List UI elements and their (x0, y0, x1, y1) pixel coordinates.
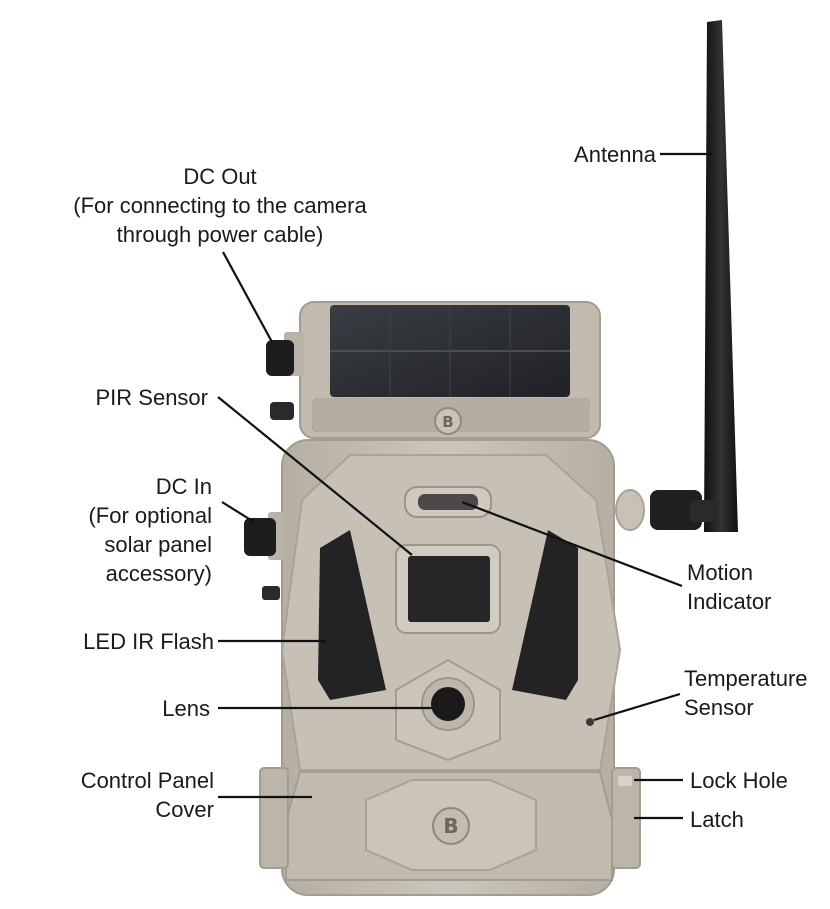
leader-motion-indicator (461, 500, 683, 588)
label-temperature-sensor: Temperature Sensor (684, 666, 808, 720)
label-lens: Lens (162, 696, 210, 721)
antenna (615, 20, 738, 532)
lens (431, 687, 465, 721)
latch-left (259, 767, 289, 869)
svg-text:B: B (442, 413, 453, 431)
label-dc-out: DC Out (For connecting to the camera thr… (73, 164, 367, 247)
label-lock-hole: Lock Hole (690, 768, 788, 793)
temperature-sensor (586, 718, 594, 726)
label-antenna: Antenna (574, 142, 656, 167)
label-control-panel-cover: Control Panel Cover (80, 768, 214, 822)
leader-lines (217, 152, 713, 820)
svg-text:B: B (443, 814, 458, 838)
solar-panel-unit: B (299, 301, 601, 439)
lock-hole (618, 776, 632, 786)
leader-dc-out (222, 251, 273, 343)
pir-sensor-window (408, 556, 490, 622)
led-ir-flash-left (318, 530, 386, 700)
label-motion-indicator: Motion Indicator (687, 560, 772, 614)
dc-in-connector (244, 512, 284, 600)
logo-badge-top (434, 407, 462, 435)
dc-out-connector (266, 332, 304, 420)
led-ir-flash-right (512, 530, 578, 700)
label-dc-in: DC In (For optional solar panel accessor… (88, 474, 212, 586)
label-led-ir-flash: LED IR Flash (83, 629, 214, 654)
label-latch: Latch (690, 807, 744, 832)
leader-dc-in (221, 501, 255, 523)
label-pir-sensor: PIR Sensor (95, 385, 209, 410)
leader-pir-sensor (217, 396, 413, 556)
camera-body: B (259, 439, 641, 896)
logo-badge-bottom (432, 807, 470, 845)
leader-temperature-sensor (593, 692, 681, 722)
